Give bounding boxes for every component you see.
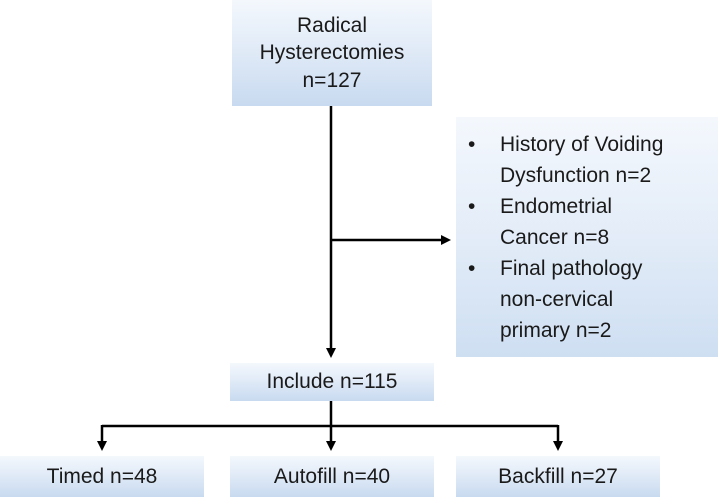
autofill-group-box: Autofill n=40 [230,456,434,497]
exclusion-item-line: Endometrial [500,195,613,218]
top-box-line3: n=127 [302,68,362,92]
exclusion-criteria-box: • History of Voiding Dysfunction n=2 • E… [456,117,718,357]
exclusion-list: • History of Voiding Dysfunction n=2 • E… [456,117,663,346]
radical-hysterectomies-box: Radical Hysterectomies n=127 [232,0,432,106]
exclusion-item-line: Cancer n=8 [500,226,610,249]
exclusion-item-line: non-cervical [500,288,614,311]
exclusion-item-line: History of Voiding [500,133,664,156]
timed-group-box: Timed n=48 [0,456,204,497]
include-box: Include n=115 [230,363,434,401]
top-box-line2: Hysterectomies [259,41,405,65]
exclusion-item-pathology: • Final pathology non-cervical primary n… [456,253,663,346]
top-box-line1: Radical [296,14,368,38]
exclusion-item-voiding: • History of Voiding Dysfunction n=2 [456,129,663,191]
timed-label: Timed n=48 [46,464,158,488]
autofill-label: Autofill n=40 [273,464,391,488]
bullet-icon: • [468,133,476,156]
bullet-icon: • [468,195,476,218]
bullet-icon: • [468,257,476,280]
exclusion-item-line: Dysfunction n=2 [500,164,652,187]
include-label: Include n=115 [266,370,398,394]
exclusion-item-endometrial: • Endometrial Cancer n=8 [456,191,663,253]
exclusion-item-line: Final pathology [500,257,643,280]
backfill-label: Backfill n=27 [498,464,618,488]
backfill-group-box: Backfill n=27 [456,456,660,497]
exclusion-item-line: primary n=2 [500,319,612,342]
